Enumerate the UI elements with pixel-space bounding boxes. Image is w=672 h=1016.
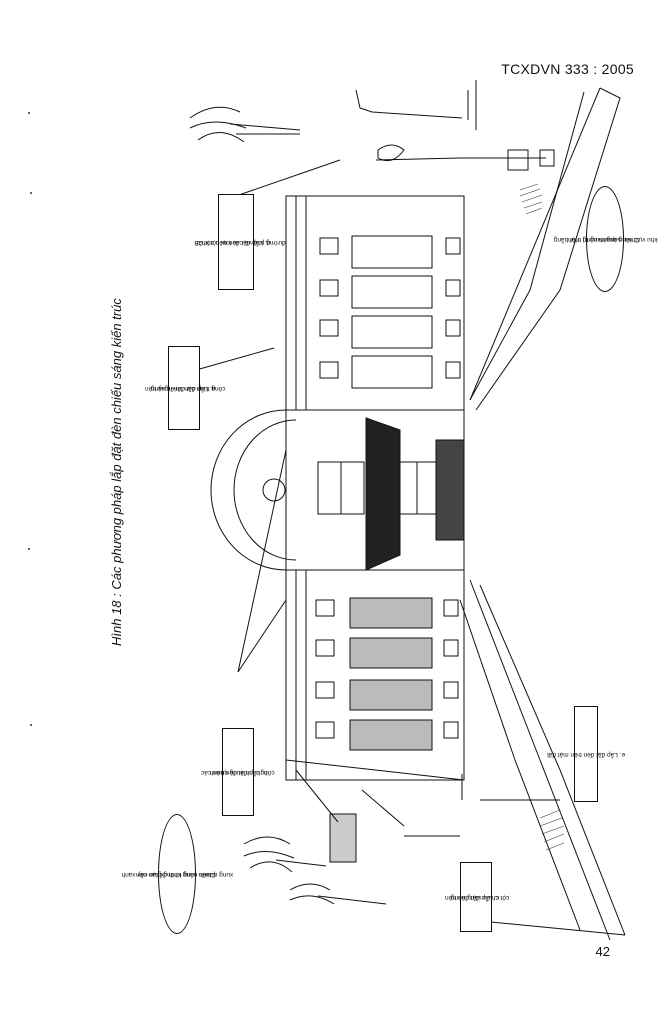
scan-speck [30, 192, 32, 194]
scan-speck [28, 112, 30, 114]
document-standard-code: TCXDVN 333 : 2005 [501, 61, 634, 77]
label-e-on-ground: e. Lắp đặt đèn trên mặt đất [547, 706, 625, 802]
scan-speck [30, 724, 32, 726]
page-number: 42 [595, 944, 610, 959]
scan-speck [28, 548, 30, 550]
